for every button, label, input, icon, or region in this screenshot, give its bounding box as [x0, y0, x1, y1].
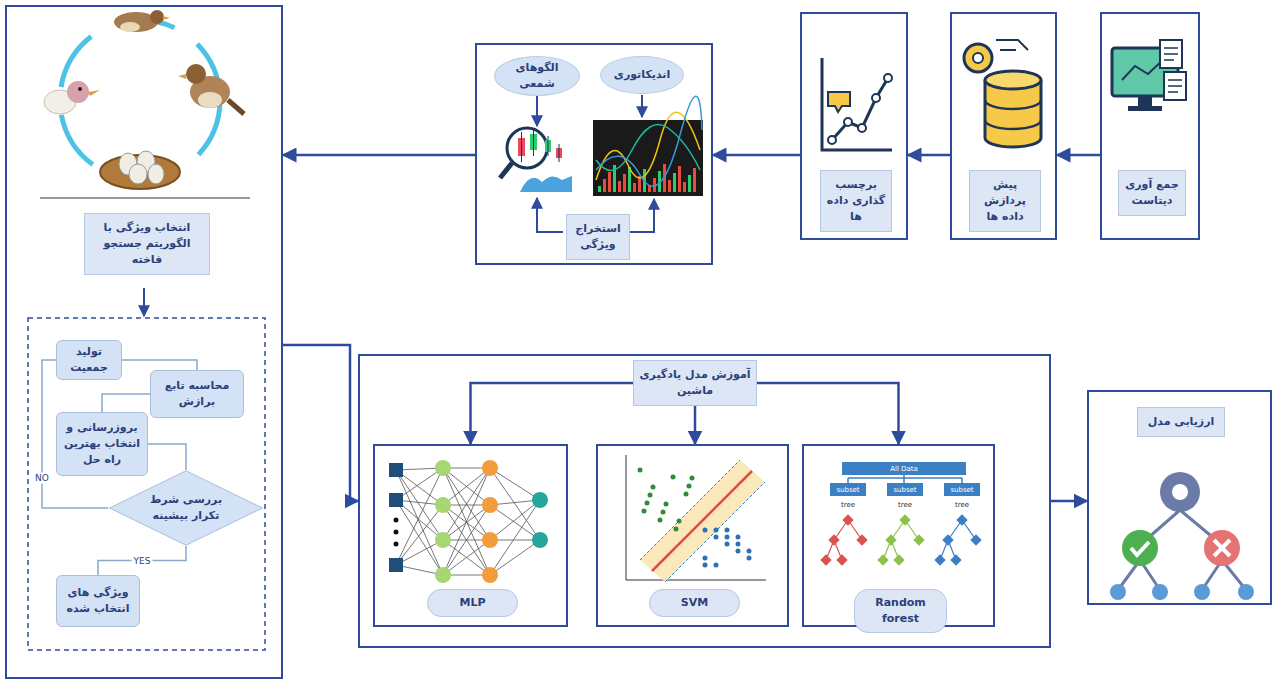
flow-arrow — [1057, 154, 1100, 157]
random-forest-trees — [820, 462, 981, 566]
process-box: پیش پردازش داده ها — [950, 12, 1057, 240]
edge-label: NO — [33, 473, 51, 484]
node-text: بررسی شرط تکرار بیشینه — [138, 492, 234, 524]
model-box: SVM — [596, 444, 789, 627]
process-box: محاسبه تابع برازش — [150, 370, 244, 418]
node-text: تولید جمعیت — [61, 344, 117, 376]
box-label: برچسب گذاری داده ها — [820, 170, 892, 232]
diamond-outline — [108, 470, 264, 546]
flow-line — [122, 360, 197, 370]
evaluation-icon — [1110, 472, 1254, 600]
training-panel: آموزش مدل یادگیری ماشین Random forest SVM M… — [358, 354, 1051, 648]
edge-label: YES — [132, 555, 153, 566]
figure-label: tree — [955, 502, 969, 509]
box-label: جمع آوری دیتاست — [1118, 170, 1186, 216]
chart-icon — [822, 58, 892, 150]
dataset-icon — [1112, 40, 1186, 111]
figure-label: subset — [950, 487, 973, 494]
node-text: اندیکاتوری — [614, 67, 670, 83]
svm-plot — [626, 455, 766, 582]
database-icon — [964, 40, 1041, 147]
figure-label: tree — [841, 502, 855, 509]
process-box: برچسب گذاری داده ها — [800, 12, 908, 240]
figure-label: subset — [836, 487, 859, 494]
cuckoo-panel: انتخاب ویژگی با الگوریتم جستجو فاخته تولی… — [5, 5, 283, 679]
flow-arrow — [1051, 500, 1087, 503]
cuckoo-cycle — [40, 10, 250, 198]
decision-diamond: بررسی شرط تکرار بیشینه — [108, 470, 264, 546]
model-box: MLP — [373, 444, 568, 627]
box-label: آموزش مدل یادگیری ماشین — [633, 360, 757, 406]
flow-arrow — [283, 154, 475, 157]
feature-panel: استخراج ویژگی اندیکاتوری الگوهای شمعی — [475, 43, 713, 265]
box-label: MLP — [427, 589, 518, 617]
node-text: ویژگی های انتخاب شده — [61, 585, 135, 617]
flow-arrow — [713, 154, 800, 157]
process-box: ویژگی های انتخاب شده — [56, 575, 140, 627]
box-label: استخراج ویژگی — [566, 214, 630, 260]
candlestick-icon — [500, 128, 572, 192]
leader-arrows — [144, 95, 654, 316]
flow-arrow — [694, 406, 697, 444]
process-box: جمع آوری دیتاست — [1100, 12, 1200, 240]
node-text: بروزرسانی و انتخاب بهترین راه حل — [61, 420, 143, 468]
pattern-oval: الگوهای شمعی — [494, 56, 580, 96]
flow-arrow — [283, 345, 358, 501]
flow-arrow — [757, 383, 899, 444]
flow-arrow — [908, 154, 950, 157]
process-box: بروزرسانی و انتخاب بهترین راه حل — [56, 412, 148, 476]
box-label: ارزیابی مدل — [1137, 407, 1225, 437]
flow-arrow — [471, 383, 634, 444]
evaluation-box: ارزیابی مدل — [1087, 390, 1272, 605]
flow-line — [102, 394, 150, 412]
indicator-oval: اندیکاتوری — [600, 56, 684, 94]
box-label: SVM — [649, 589, 740, 617]
node-text: محاسبه تابع برازش — [155, 378, 239, 410]
figure-label: All Data — [890, 466, 918, 473]
box-label: Random forest — [854, 589, 947, 633]
node-text: الگوهای شمعی — [501, 60, 573, 92]
box-label: پیش پردازش داده ها — [969, 170, 1041, 232]
flow-line — [98, 546, 186, 575]
flow-line — [148, 444, 186, 470]
indicator-chart — [593, 96, 703, 196]
figure-label: subset — [893, 487, 916, 494]
figure-label: tree — [898, 502, 912, 509]
process-box: تولید جمعیت — [56, 340, 122, 380]
dashed-region — [28, 318, 265, 650]
box-label: انتخاب ویژگی با الگوریتم جستجو فاخته — [84, 213, 210, 275]
mlp-network — [389, 460, 548, 583]
